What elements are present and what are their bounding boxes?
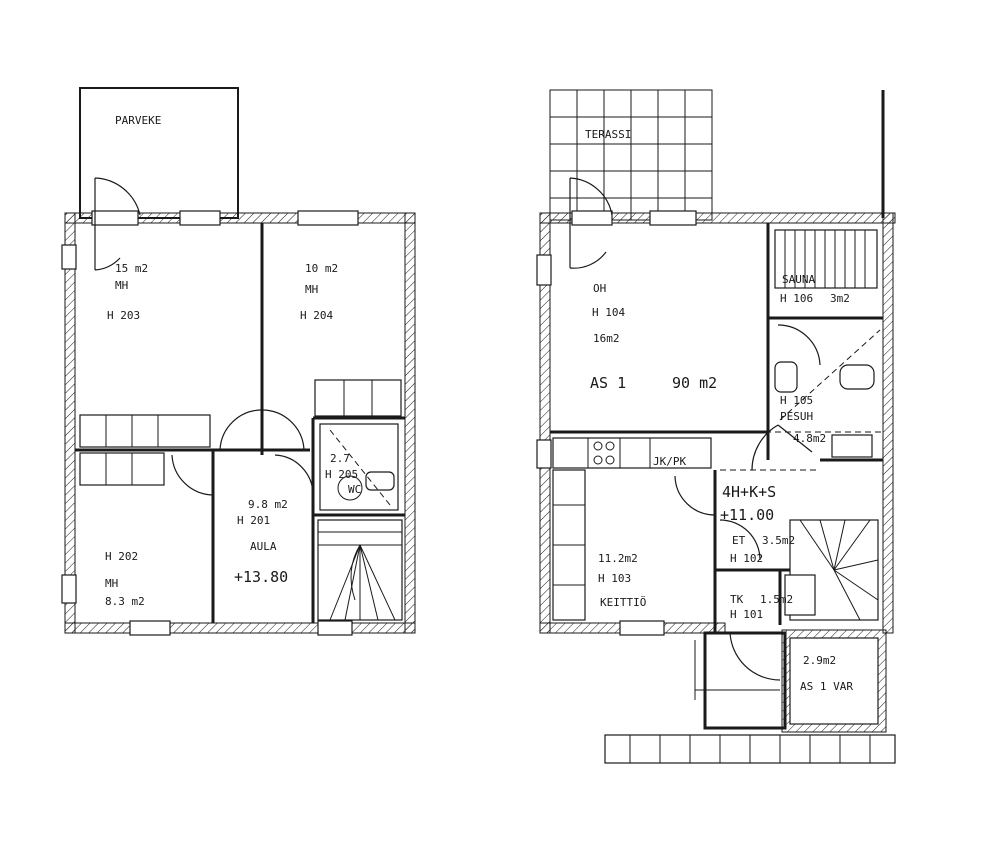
balcony-outline xyxy=(79,87,239,219)
kitchen-counters xyxy=(552,437,712,621)
room-202-code: H 202 xyxy=(105,550,138,563)
room-204-code: H 204 xyxy=(300,309,333,322)
door-swings xyxy=(569,177,821,681)
entry-storage xyxy=(694,629,887,733)
room-201-area: 9.8 m2 xyxy=(248,498,288,511)
bottom-fence xyxy=(604,734,896,764)
level-upper: +13.80 xyxy=(234,568,288,586)
window xyxy=(91,210,139,226)
window xyxy=(61,574,77,604)
door-swings xyxy=(94,177,314,496)
window xyxy=(317,620,353,636)
window xyxy=(536,439,552,469)
window xyxy=(571,210,613,226)
window xyxy=(179,210,221,226)
upper-wall-bottom xyxy=(64,622,416,634)
room-104-code: H 104 xyxy=(592,306,625,319)
room-204-type: MH xyxy=(305,283,318,296)
room-101-name: TK xyxy=(730,593,744,606)
room-205-name: WC xyxy=(348,483,361,496)
bathroom-fixtures xyxy=(774,329,881,458)
sauna-name: SAUNA xyxy=(782,273,815,286)
wc-fixtures xyxy=(319,423,399,511)
upper-floor-plan xyxy=(61,87,416,636)
room-202-type: MH xyxy=(105,577,118,590)
window xyxy=(61,244,77,270)
room-102-name: ET xyxy=(732,534,746,547)
room-102-area: 3.5m2 xyxy=(762,534,795,547)
room-205-area: 2.7 xyxy=(330,452,350,465)
lower-wall-right xyxy=(882,212,894,634)
room-205-code: H 205 xyxy=(325,468,358,481)
room-101-code: H 101 xyxy=(730,608,763,621)
room-105-name: PESUH xyxy=(780,410,813,423)
sauna-code: H 106 xyxy=(780,292,813,305)
window xyxy=(649,210,697,226)
sauna-area: 3m2 xyxy=(830,292,850,305)
room-203-code: H 203 xyxy=(107,309,140,322)
level-lower: +11.00 xyxy=(720,506,774,524)
room-103-code: H 103 xyxy=(598,572,631,585)
terrace-label: TERASSI xyxy=(585,128,631,141)
room-203-area: 15 m2 xyxy=(115,262,148,275)
upper-wall-right xyxy=(404,212,416,634)
window xyxy=(129,620,171,636)
room-104-name: OH xyxy=(593,282,606,295)
staircase-lower xyxy=(784,519,879,621)
window xyxy=(536,254,552,286)
room-105-code: H 105 xyxy=(780,394,813,407)
room-101-area: 1.5m2 xyxy=(760,593,793,606)
room-105-area: 4.8m2 xyxy=(793,432,826,445)
terrace-grid xyxy=(549,89,713,221)
storage-name: AS 1 VAR xyxy=(800,680,853,693)
lower-floor-plan xyxy=(536,89,896,764)
room-202-area: 8.3 m2 xyxy=(105,595,145,608)
room-103-name: KEITTIÖ xyxy=(600,596,646,609)
window xyxy=(619,620,665,636)
room-201-name: AULA xyxy=(250,540,277,553)
room-103-area: 11.2m2 xyxy=(598,552,638,565)
appliance-label: JK/PK xyxy=(653,455,686,468)
window xyxy=(297,210,359,226)
upper-wall-left xyxy=(64,212,76,634)
staircase-upper xyxy=(317,519,403,621)
room-104-area: 16m2 xyxy=(593,332,620,345)
room-203-type: MH xyxy=(115,279,128,292)
apartment-name: AS 1 xyxy=(590,374,626,392)
sauna-bench xyxy=(774,229,878,289)
room-102-code: H 102 xyxy=(730,552,763,565)
room-201-code: H 201 xyxy=(237,514,270,527)
room-204-area: 10 m2 xyxy=(305,262,338,275)
balcony-label: PARVEKE xyxy=(115,114,161,127)
wardrobe-row xyxy=(79,379,402,486)
storage-area: 2.9m2 xyxy=(803,654,836,667)
apartment-type: 4H+K+S xyxy=(722,483,776,501)
apartment-area: 90 m2 xyxy=(672,374,717,392)
